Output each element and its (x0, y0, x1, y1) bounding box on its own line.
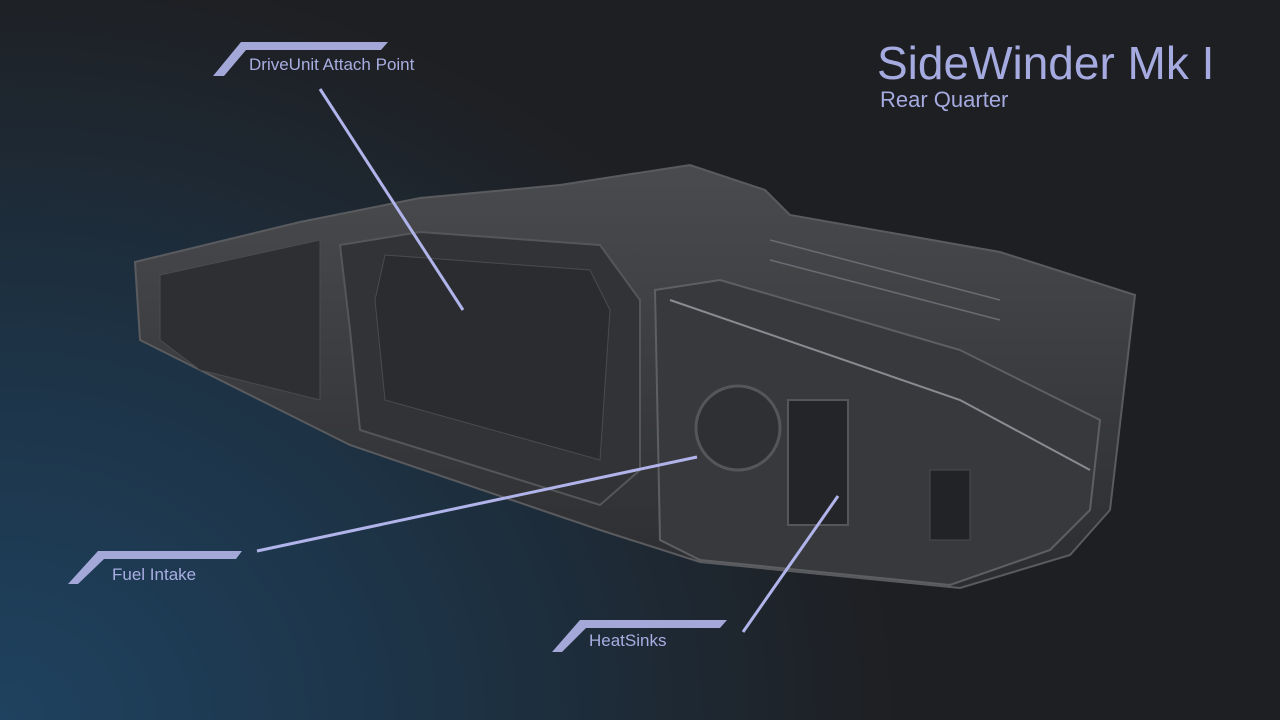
page-title: SideWinder Mk I (877, 37, 1215, 89)
callout-heatsinks-leader-line (741, 495, 840, 633)
callout-heatsinks-bracket (552, 495, 840, 652)
callout-driveunit-leader-line (318, 88, 465, 311)
callout-fuel-bracket (68, 455, 698, 584)
callout-fuel-intake-label: Fuel Intake (112, 565, 197, 584)
callout-fuel-leader-line (256, 455, 698, 553)
heatsink-grille (787, 399, 849, 526)
ship-hull (133, 163, 1137, 590)
callout-driveunit-label: DriveUnit Attach Point (249, 55, 415, 74)
callout-driveunit-bracket (213, 42, 465, 311)
callout-heatsinks-label: HeatSinks (589, 631, 667, 650)
fuel-intake-hatch (694, 384, 782, 472)
page-subtitle: Rear Quarter (880, 87, 1009, 112)
